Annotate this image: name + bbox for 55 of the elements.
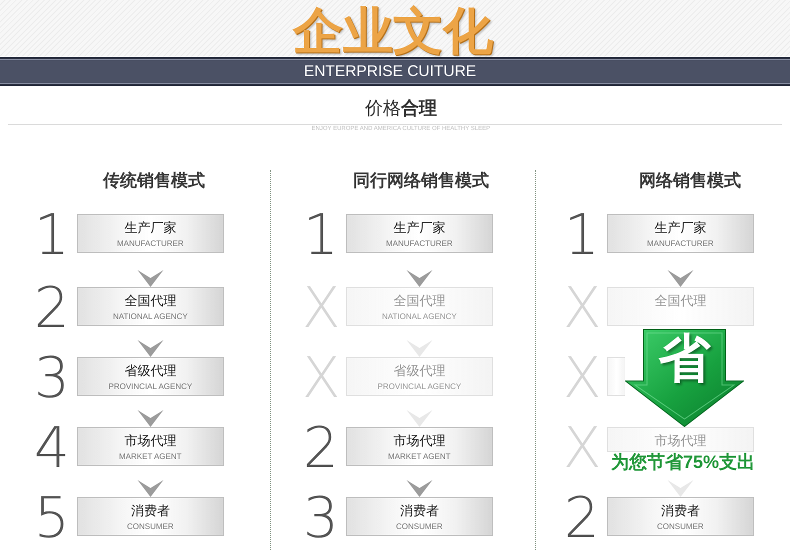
- subtitle-banner: ENTERPRISE CUITURE: [0, 57, 790, 86]
- chevron-arrow: [668, 480, 694, 497]
- chevron-arrow: [406, 340, 432, 357]
- box-label: 省级代理: [124, 363, 176, 379]
- column-heading: 网络销售模式: [639, 171, 741, 191]
- box-sublabel: PROVINCIAL AGENCY: [108, 382, 192, 392]
- step-number: 5: [34, 491, 70, 547]
- box-label: 全国代理: [124, 293, 176, 309]
- box-sublabel: CONSUMER: [127, 522, 174, 532]
- box-label: 生产厂家: [394, 220, 446, 236]
- step-number: 1: [564, 208, 600, 264]
- chevron-arrow: [138, 480, 164, 497]
- box-sublabel: PROVINCIAL AGENCY: [378, 382, 462, 392]
- step-number: 2: [34, 281, 70, 337]
- box-label: 生产厂家: [124, 220, 176, 236]
- box-sublabel: NATIONAL AGENCY: [382, 312, 457, 322]
- step-number: 1: [34, 208, 70, 264]
- box-label: 消费者: [400, 503, 439, 519]
- box-label: 消费者: [661, 503, 700, 519]
- box-label: 市场代理: [124, 433, 176, 449]
- box-sublabel: NATIONAL AGENCY: [113, 312, 188, 322]
- step-number: 1: [303, 208, 339, 264]
- box-sublabel: MANUFACTURER: [386, 239, 453, 249]
- section-heading: 价格合理: [365, 97, 437, 119]
- step-number: 2: [564, 491, 600, 547]
- box-sublabel: MARKET AGENT: [388, 452, 451, 462]
- chevron-arrow: [406, 270, 432, 287]
- savings-badge: [625, 329, 744, 427]
- step-number: 2: [303, 421, 339, 477]
- box-label: 全国代理: [654, 293, 706, 309]
- chevron-arrow: [668, 270, 694, 287]
- box-label: 消费者: [131, 503, 170, 519]
- step-number: 3: [34, 351, 70, 407]
- chevron-arrow: [138, 410, 164, 427]
- box-sublabel: MANUFACTURER: [647, 239, 714, 249]
- box-label: 全国代理: [394, 293, 446, 309]
- box-sublabel: MARKET AGENT: [119, 452, 182, 462]
- step-number: 3: [303, 491, 339, 547]
- box-label: 市场代理: [654, 433, 706, 449]
- column-heading: 传统销售模式: [103, 171, 205, 191]
- box-sublabel: MANUFACTURER: [117, 239, 184, 249]
- box-sublabel: CONSUMER: [396, 522, 443, 532]
- step-number: 4: [34, 421, 70, 477]
- chevron-arrow: [138, 270, 164, 287]
- column-heading: 同行网络销售模式: [353, 171, 489, 191]
- chevron-arrow: [406, 480, 432, 497]
- savings-caption: 为您节省75%支出: [611, 452, 756, 472]
- box-label: 省级代理: [394, 363, 446, 379]
- chevron-arrow: [406, 410, 432, 427]
- chevron-arrow: [138, 340, 164, 357]
- box-label: 市场代理: [394, 433, 446, 449]
- badge-character: 省: [658, 331, 710, 387]
- box-sublabel: CONSUMER: [657, 522, 704, 532]
- box-label: 生产厂家: [654, 220, 706, 236]
- page-title: 企业文化: [293, 3, 493, 59]
